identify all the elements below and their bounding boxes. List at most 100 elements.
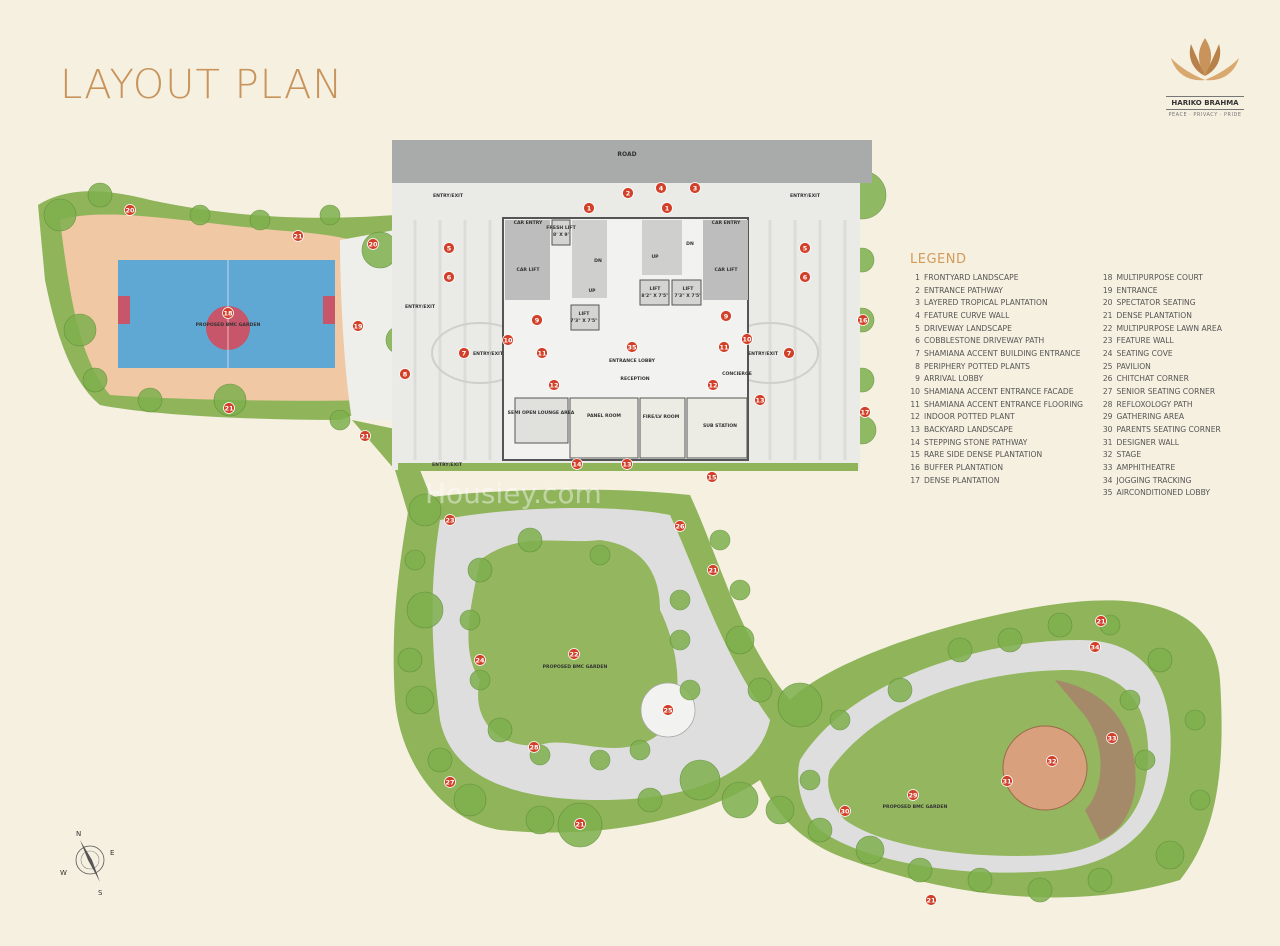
legend-item-label: ENTRANCE xyxy=(1116,285,1158,295)
plan-marker-number: 31 xyxy=(1002,777,1012,785)
court-label: PROPOSED BMC GARDEN xyxy=(196,322,261,328)
tree xyxy=(947,637,973,663)
plan-marker: 32 xyxy=(1046,755,1058,767)
legend-item-number: 7 xyxy=(915,348,920,358)
tree xyxy=(82,367,108,393)
tree xyxy=(249,209,271,231)
plan-marker-number: 30 xyxy=(840,807,850,815)
watermark: Housiey.com xyxy=(425,477,602,510)
legend-item-number: 23 xyxy=(1102,336,1113,346)
legend-item-label: SPECTATOR SEATING xyxy=(1116,298,1196,308)
tree xyxy=(637,787,663,813)
compass-n: N xyxy=(76,830,81,838)
tree xyxy=(997,627,1023,653)
plan-marker: 1 xyxy=(583,202,595,214)
plan-marker: 9 xyxy=(531,314,543,326)
plan-marker: 8 xyxy=(399,368,411,380)
lift-size: 8'2" X 7'5" xyxy=(641,293,668,299)
plan-marker-number: 9 xyxy=(535,316,540,324)
legend-item-label: SHAMIANA ACCENT ENTRANCE FLOORING xyxy=(924,399,1084,409)
legend-item-label: LAYERED TROPICAL PLANTATION xyxy=(924,298,1048,308)
plan-marker: 10 xyxy=(502,334,514,346)
plan-marker-number: 7 xyxy=(787,349,792,357)
legend-item-number: 13 xyxy=(910,424,920,434)
plan-marker: 21 xyxy=(574,818,586,830)
entry-exit-label: ENTRY/EXIT xyxy=(432,462,463,468)
tree xyxy=(87,182,113,208)
plan-marker-number: 11 xyxy=(719,343,729,351)
plan-marker: 21 xyxy=(292,230,304,242)
lift-label: LIFT xyxy=(650,286,662,292)
fire-lv-room-label: FIRE/LV ROOM xyxy=(643,414,680,420)
tree xyxy=(517,527,543,553)
plan-marker: 23 xyxy=(444,514,456,526)
tree xyxy=(329,409,351,431)
plan-marker-number: 17 xyxy=(860,408,869,416)
tree xyxy=(405,685,435,715)
legend-item-label: FEATURE WALL xyxy=(1116,336,1174,346)
tree xyxy=(887,677,913,703)
tree xyxy=(467,557,493,583)
plan-marker-number: 1 xyxy=(665,204,670,212)
tree xyxy=(469,669,491,691)
legend-item-label: MULTIPURPOSE LAWN AREA xyxy=(1116,323,1222,333)
legend-item-label: PARENTS SEATING CORNER xyxy=(1116,424,1221,434)
tree xyxy=(213,383,247,417)
legend-item-label: ENTRANCE PATHWAY xyxy=(924,285,1003,295)
legend-item-number: 27 xyxy=(1102,386,1113,396)
plan-marker: 33 xyxy=(1106,732,1118,744)
legend-item-number: 10 xyxy=(910,386,920,396)
tree xyxy=(629,739,651,761)
amphitheatre xyxy=(1055,680,1136,840)
legend-item-number: 16 xyxy=(910,462,920,472)
plan-marker: 11 xyxy=(536,347,548,359)
plan-marker-number: 20 xyxy=(368,240,378,248)
plan-marker-number: 21 xyxy=(926,896,936,904)
plan-marker: 21 xyxy=(223,402,235,414)
plan-marker: 13 xyxy=(754,394,766,406)
plan-marker: 4 xyxy=(655,182,667,194)
legend-item-number: 6 xyxy=(915,336,920,346)
plan-marker-number: 23 xyxy=(445,516,454,524)
plan-marker: 14 xyxy=(571,458,583,470)
tree xyxy=(907,857,933,883)
legend-item-label: GATHERING AREA xyxy=(1116,412,1185,422)
plan-marker-number: 21 xyxy=(575,820,585,828)
brand-logo: HARIKO BRAHMA PEACE · PRIVACY · PRIDE xyxy=(1160,32,1250,118)
tree xyxy=(1027,877,1053,903)
tree xyxy=(1184,709,1206,731)
tree xyxy=(453,783,487,817)
legend-item-number: 15 xyxy=(910,450,920,460)
tree xyxy=(829,709,851,731)
tree xyxy=(589,544,611,566)
legend-item-number: 12 xyxy=(910,412,920,422)
plan-marker: 16 xyxy=(857,314,869,326)
plan-marker-number: 27 xyxy=(445,778,454,786)
legend-item-label: RARE SIDE DENSE PLANTATION xyxy=(924,450,1043,460)
plan-marker: 27 xyxy=(444,776,456,788)
legend-item-label: MULTIPURPOSE COURT xyxy=(1116,273,1203,282)
legend-item-label: DRIVEWAY LANDSCAPE xyxy=(924,323,1012,333)
plan-marker-number: 24 xyxy=(475,656,485,664)
lift-label: LIFT xyxy=(579,311,591,317)
plan-marker: 7 xyxy=(783,347,795,359)
tree xyxy=(1134,749,1156,771)
